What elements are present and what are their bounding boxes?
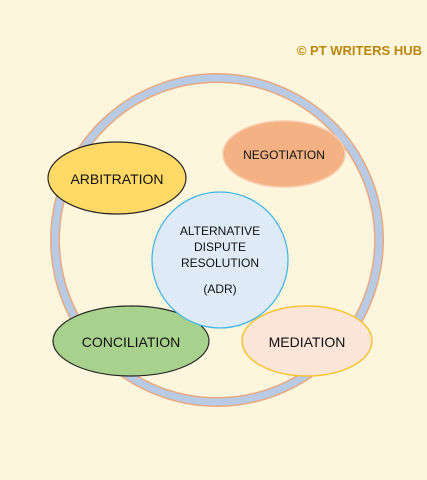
mediation-label: MEDIATION xyxy=(269,334,346,350)
negotiation-label: NEGOTIATION xyxy=(243,148,325,162)
node-conciliation: CONCILIATION xyxy=(52,305,210,377)
node-negotiation: NEGOTIATION xyxy=(222,120,346,188)
ring xyxy=(50,73,384,407)
conciliation-ellipse xyxy=(52,305,210,377)
center-circle xyxy=(151,191,289,329)
negotiation-ellipse xyxy=(222,120,346,188)
arbitration-ellipse xyxy=(47,141,187,215)
conciliation-label: CONCILIATION xyxy=(82,334,181,350)
mediation-ellipse xyxy=(241,305,373,377)
arbitration-label: ARBITRATION xyxy=(70,171,163,187)
node-arbitration: ARBITRATION xyxy=(47,141,187,215)
center-line-1: ALTERNATIVE xyxy=(180,224,260,238)
center-line-4: (ADR) xyxy=(203,282,236,296)
node-mediation: MEDIATION xyxy=(241,305,373,377)
center-line-2: DISPUTE xyxy=(194,240,246,254)
ring-band xyxy=(51,74,383,406)
watermark: © PT WRITERS HUB xyxy=(296,43,422,58)
node-center-adr: ALTERNATIVE DISPUTE RESOLUTION (ADR) xyxy=(151,191,289,329)
center-line-3: RESOLUTION xyxy=(181,256,259,270)
